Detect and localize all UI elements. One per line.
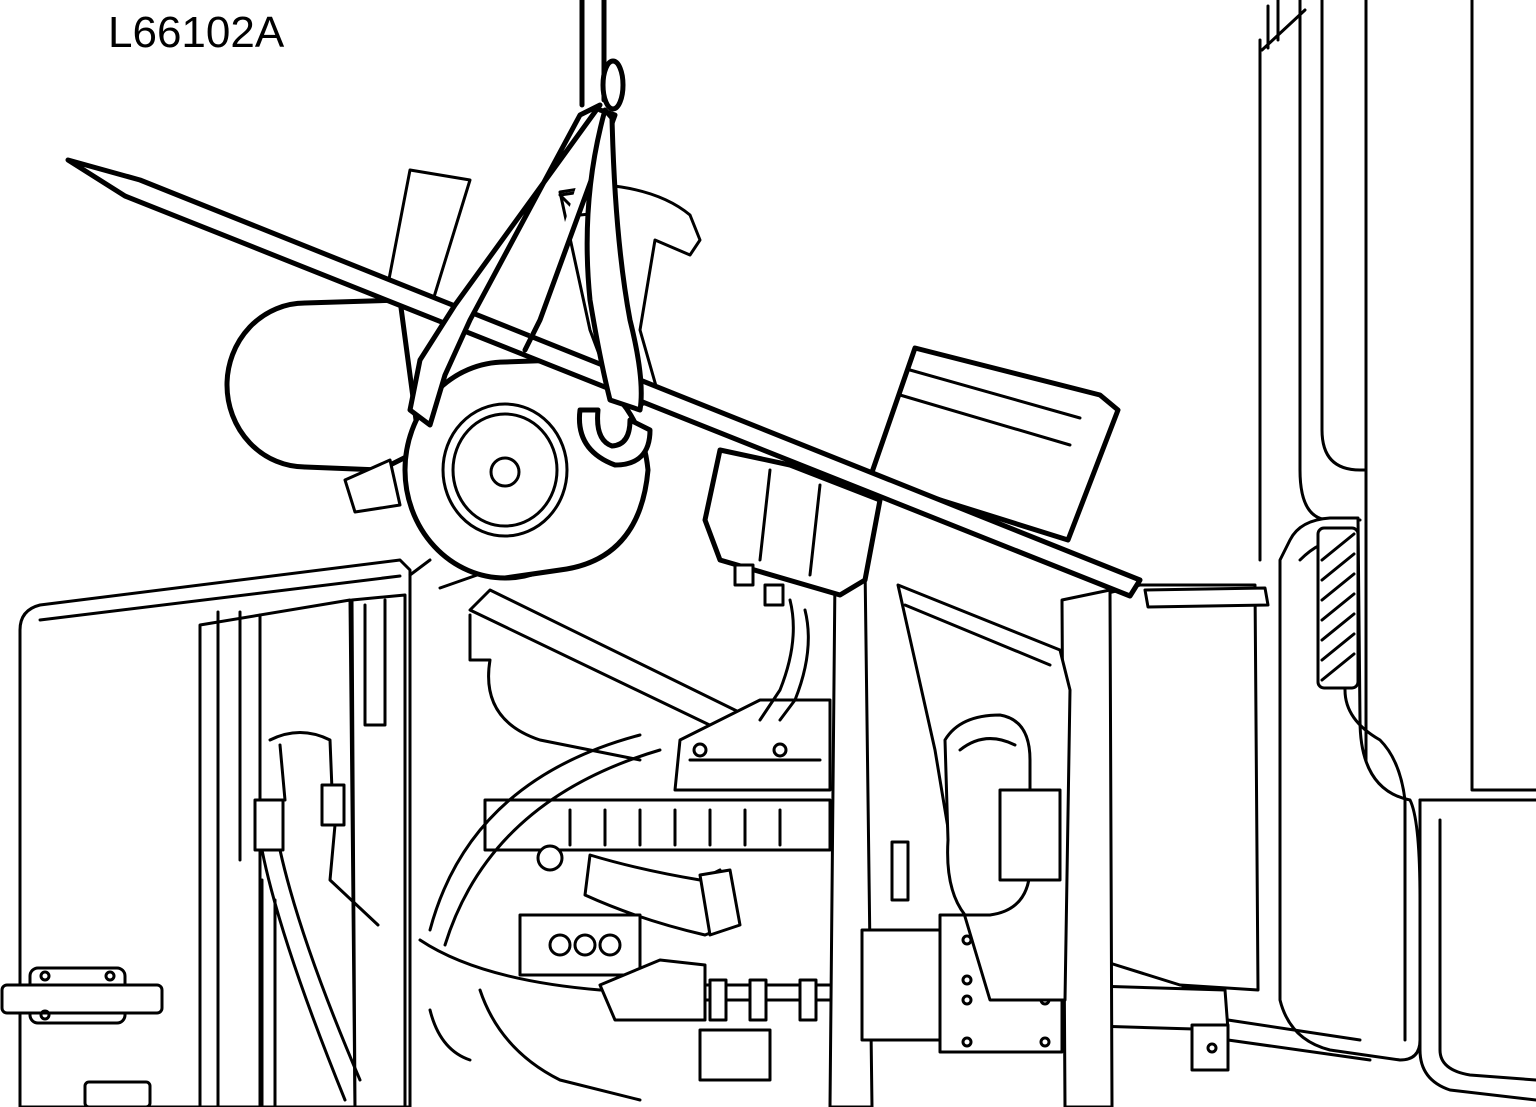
fuse-connector-block <box>518 913 642 977</box>
cab-wall <box>1258 0 1536 1102</box>
lifting-strap <box>407 102 653 468</box>
engine-block <box>418 588 832 1102</box>
vent-grille-icon <box>1316 526 1360 690</box>
control-module <box>702 345 1121 722</box>
front-chassis-frame <box>0 558 412 1107</box>
intake-duct <box>890 583 1072 1002</box>
radiator <box>1060 583 1270 1107</box>
lifting-chain <box>579 0 626 112</box>
hood-latch-icon <box>0 966 164 1107</box>
air-cleaner-element <box>402 357 651 590</box>
figure-id-label: L66102A <box>108 8 285 57</box>
